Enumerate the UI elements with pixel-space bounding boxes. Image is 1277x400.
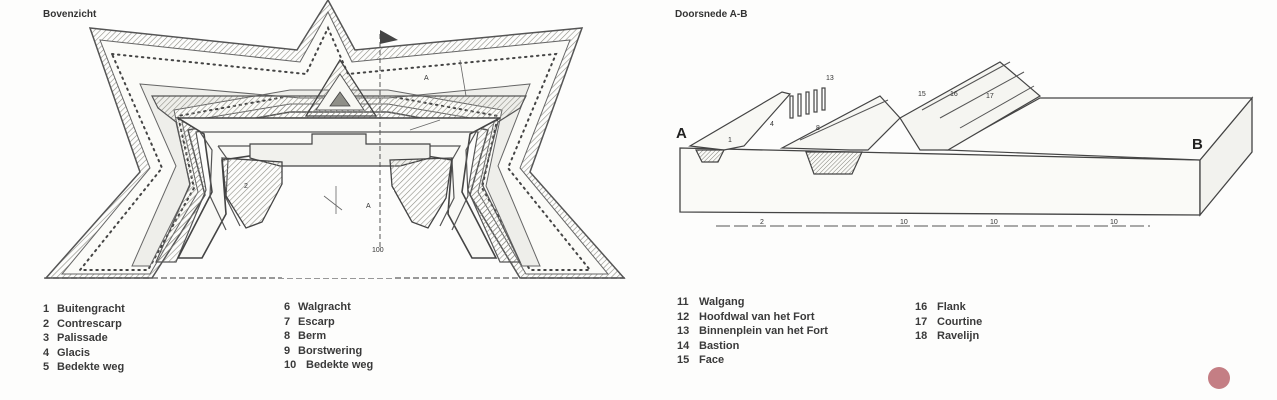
marker-dot	[1208, 367, 1230, 389]
plan-title: Bovenzicht	[43, 9, 97, 20]
scale-label-10a: 10	[900, 219, 908, 226]
section-title: Doorsnede A-B	[675, 9, 748, 20]
section-label-A: A	[676, 125, 687, 142]
rampart-high	[899, 61, 1042, 151]
palissade-posts	[789, 87, 826, 119]
section-front-face	[679, 147, 1201, 216]
scale-label-10b: 10	[990, 219, 998, 226]
scale-label-10c: 10	[1110, 219, 1118, 226]
glacis-slope	[688, 91, 792, 151]
section-arrow	[380, 30, 398, 44]
plan-label-hundred: 100	[372, 247, 384, 254]
bastion-left	[221, 157, 283, 229]
fort-plan-diagram: A A 2 100	[44, 0, 626, 279]
section-label-8: 8	[816, 125, 820, 132]
section-label-17: 17	[986, 93, 994, 100]
section-label-15: 15	[918, 91, 926, 98]
section-top-flat	[943, 97, 1254, 161]
fort-section-diagram: A B 1 4 8 13 15 16 17 2 10 10 10	[676, 61, 1254, 227]
bastion-right	[389, 157, 453, 229]
plan-label-ad: A	[366, 203, 371, 210]
section-label-1: 1	[728, 137, 732, 144]
outer-ditch	[695, 149, 725, 163]
plan-label-a: A	[424, 75, 429, 82]
inner-courtyard	[282, 190, 394, 278]
section-label-4: 4	[770, 121, 774, 128]
section-label-13: 13	[826, 75, 834, 82]
scale-label-2: 2	[760, 219, 764, 226]
section-label-16: 16	[950, 91, 958, 98]
rampart-mid	[779, 95, 901, 151]
inner-ditch	[805, 151, 863, 175]
plan-label-two: 2	[244, 183, 248, 190]
section-label-B: B	[1192, 136, 1203, 153]
